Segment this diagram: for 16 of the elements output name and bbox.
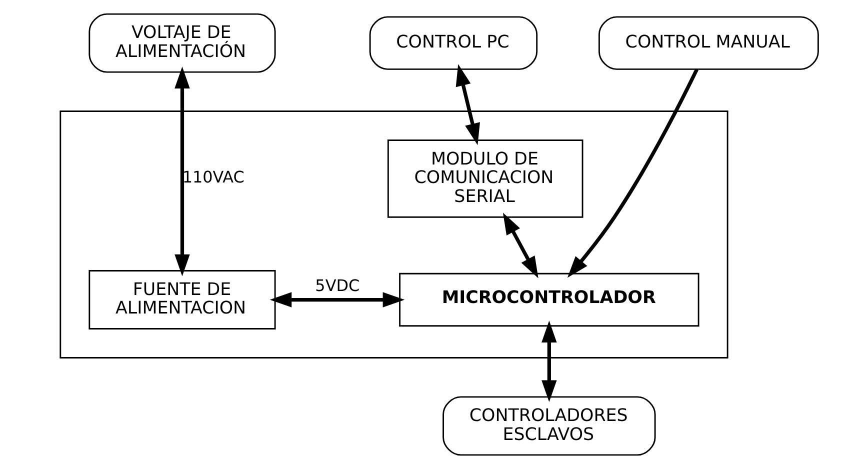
arrow <box>541 320 556 402</box>
cluster <box>59 110 728 358</box>
node-box: MICROCONTROLADOR <box>398 272 699 327</box>
node-box: FUENTE DE ALIMENTACION <box>88 270 276 330</box>
node-box: CONTROL MANUAL <box>598 16 818 70</box>
arrow <box>502 212 538 278</box>
edge-label: 110VAC <box>182 168 244 187</box>
node-box: MODULO DE COMUNICACION SERIAL <box>386 140 583 218</box>
arrow <box>566 68 698 278</box>
arrow <box>269 292 404 308</box>
edge-label: 5VDC <box>314 276 360 295</box>
arrow <box>174 66 190 276</box>
node-box: CONTROL PC <box>368 16 538 70</box>
node-box: VOLTAJE DE ALIMENTACIÓN <box>88 13 276 73</box>
arrow <box>455 64 480 146</box>
node-box: CONTROLADORES ESCLAVOS <box>442 396 656 456</box>
